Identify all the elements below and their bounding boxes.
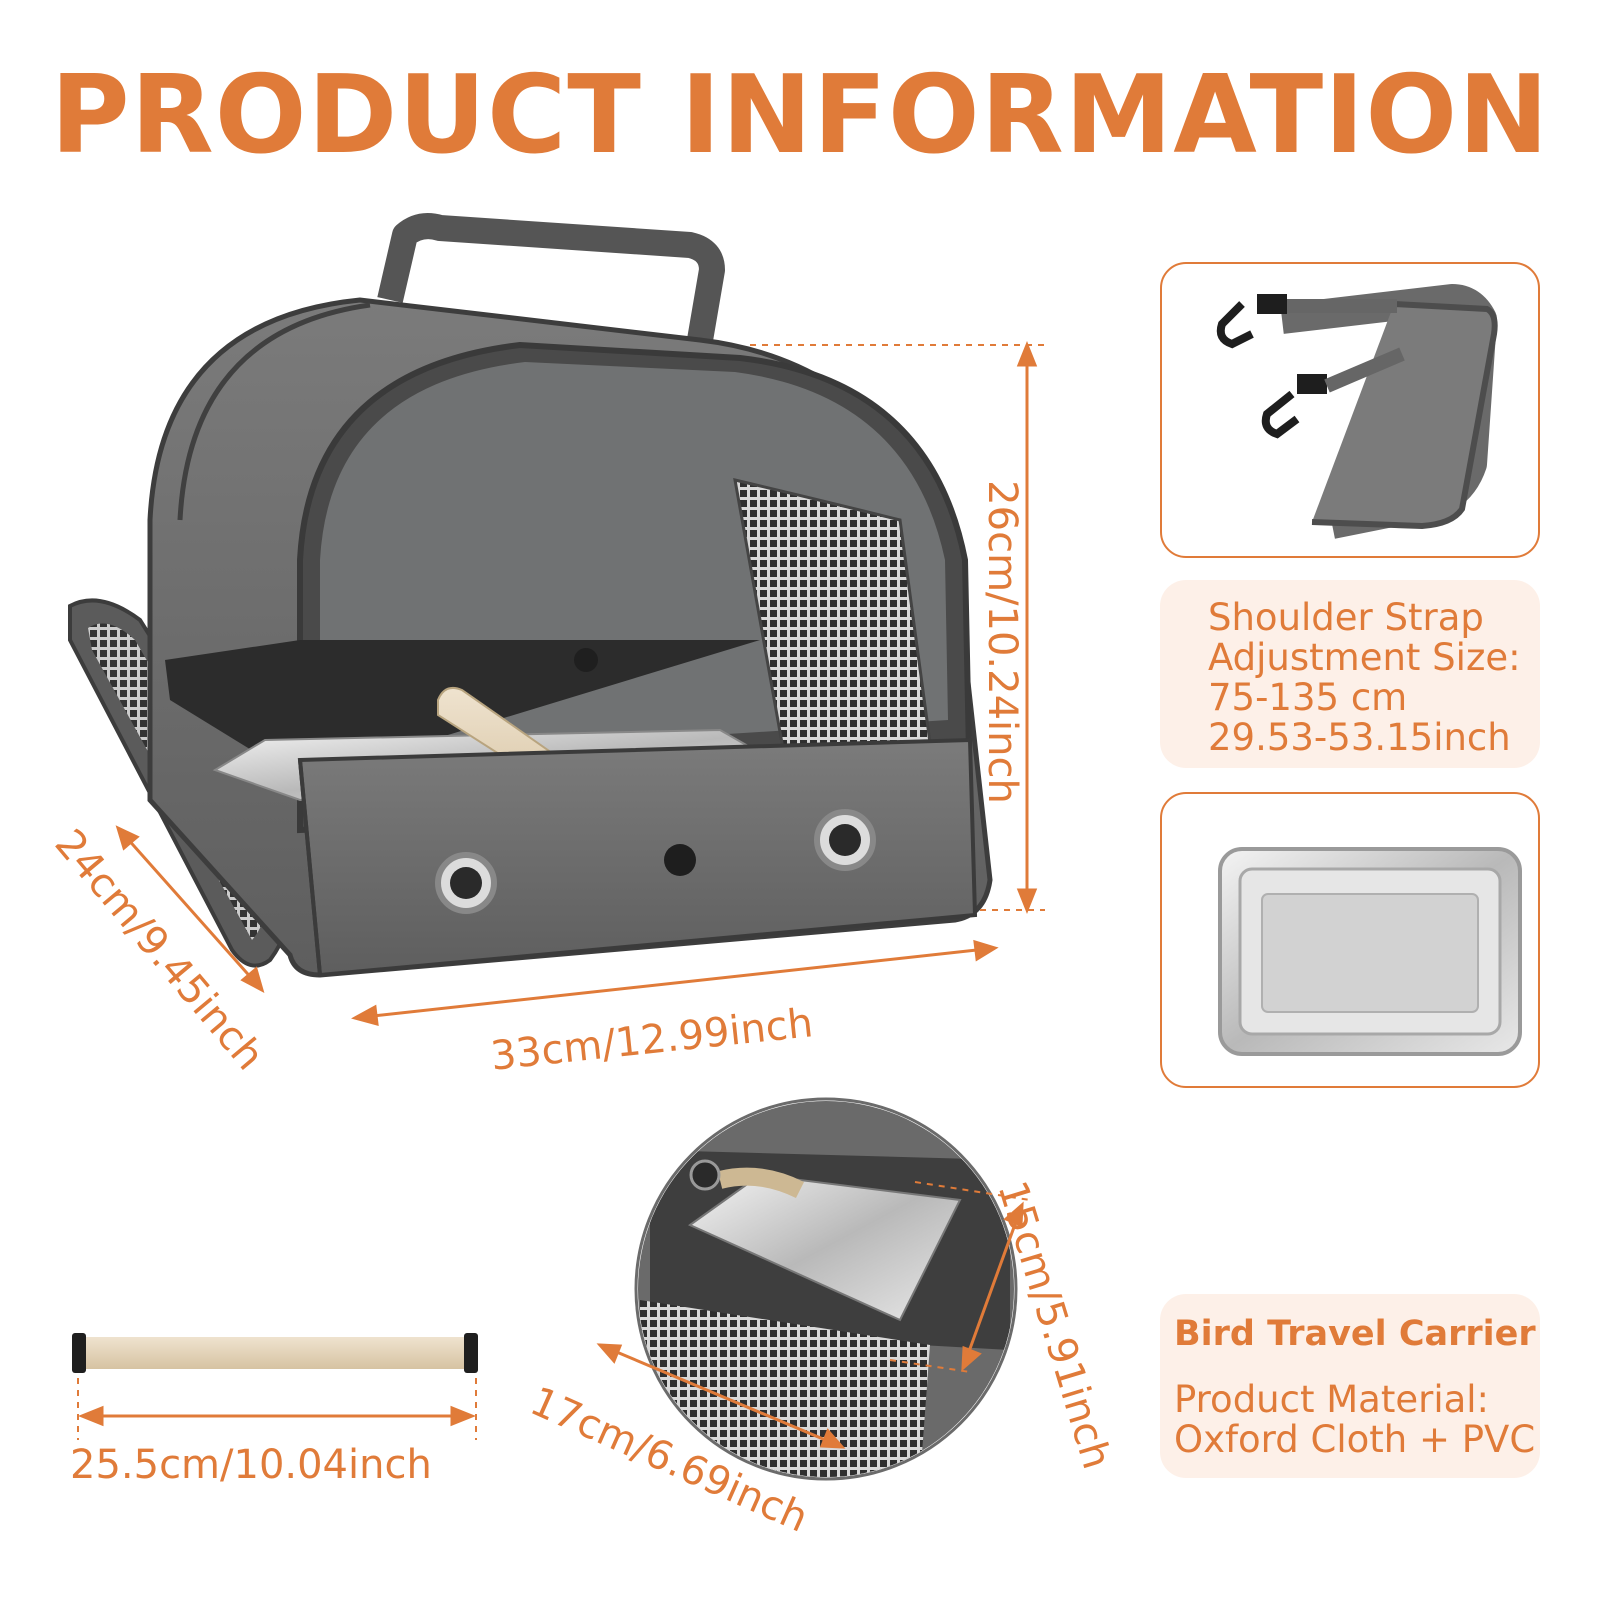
strap-info-line: Adjustment Size: [1208, 636, 1521, 679]
strap-info-line: Shoulder Strap [1208, 596, 1484, 639]
door-closeup-image [634, 1097, 1018, 1481]
stainless-tray-image [1218, 847, 1522, 1056]
shoulder-strap-image [1216, 284, 1498, 539]
height-dimension-label: 26cm/10.24inch [978, 480, 1025, 804]
wooden-perch-image [72, 1333, 478, 1373]
strap-info-line: 75-135 cm [1208, 676, 1408, 719]
dimension-lines-bag [115, 340, 1045, 1027]
product-material-line: Product Material: [1174, 1378, 1490, 1421]
product-material-text: Product Material: Oxford Cloth + PVC [1174, 1380, 1535, 1460]
strap-info-text: Shoulder Strap Adjustment Size: 75-135 c… [1208, 598, 1521, 758]
product-material-line: Oxford Cloth + PVC [1174, 1418, 1536, 1461]
dimension-lines-perch [77, 1378, 477, 1440]
strap-panel [1160, 262, 1540, 558]
tray-panel [1160, 792, 1540, 1088]
strap-info-line: 29.53-53.15inch [1208, 716, 1511, 759]
perch-length-dimension-label: 25.5cm/10.04inch [70, 1442, 432, 1488]
page-title: PRODUCT INFORMATION [50, 53, 1550, 178]
dimension-lines-door [596, 1181, 1031, 1449]
product-info-panel: Bird Travel Carrier Product Material: Ox… [1160, 1294, 1540, 1478]
carrier-bag-image [68, 213, 993, 978]
strap-info-panel: Shoulder Strap Adjustment Size: 75-135 c… [1160, 580, 1540, 768]
product-name: Bird Travel Carrier [1174, 1314, 1536, 1354]
